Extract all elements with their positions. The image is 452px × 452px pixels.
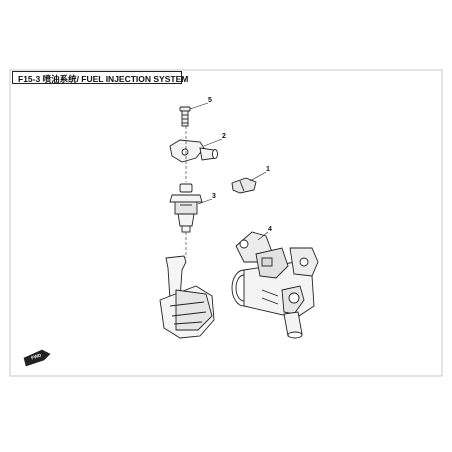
part-2-fuel-rail-cap[interactable] (169, 139, 218, 163)
diagram-title-box: F15-3 喷油系统/ FUEL INJECTION SYSTEM (12, 71, 188, 84)
part-4-throttle-body[interactable] (231, 231, 319, 339)
callout-5[interactable]: 5 (208, 97, 212, 104)
page-title: F15-3 喷油系统/ FUEL INJECTION SYSTEM (18, 74, 189, 84)
part-3-fuel-injector[interactable] (169, 183, 203, 233)
part-1-connector-clip[interactable] (231, 177, 257, 194)
part-5-bolt[interactable] (179, 106, 191, 127)
callout-4[interactable]: 4 (268, 226, 272, 233)
page-frame (9, 69, 443, 377)
intake-manifold[interactable] (159, 255, 215, 339)
leader-line-1 (249, 171, 267, 182)
fwd-arrow-icon (23, 349, 51, 367)
leader-line-3 (197, 198, 213, 205)
callout-3[interactable]: 3 (212, 193, 216, 200)
leader-line-2 (203, 138, 223, 147)
leader-line-4 (257, 231, 269, 241)
leader-lines (189, 102, 269, 241)
leader-line-5 (189, 102, 209, 110)
callout-2[interactable]: 2 (222, 133, 226, 140)
callout-1[interactable]: 1 (266, 166, 270, 173)
